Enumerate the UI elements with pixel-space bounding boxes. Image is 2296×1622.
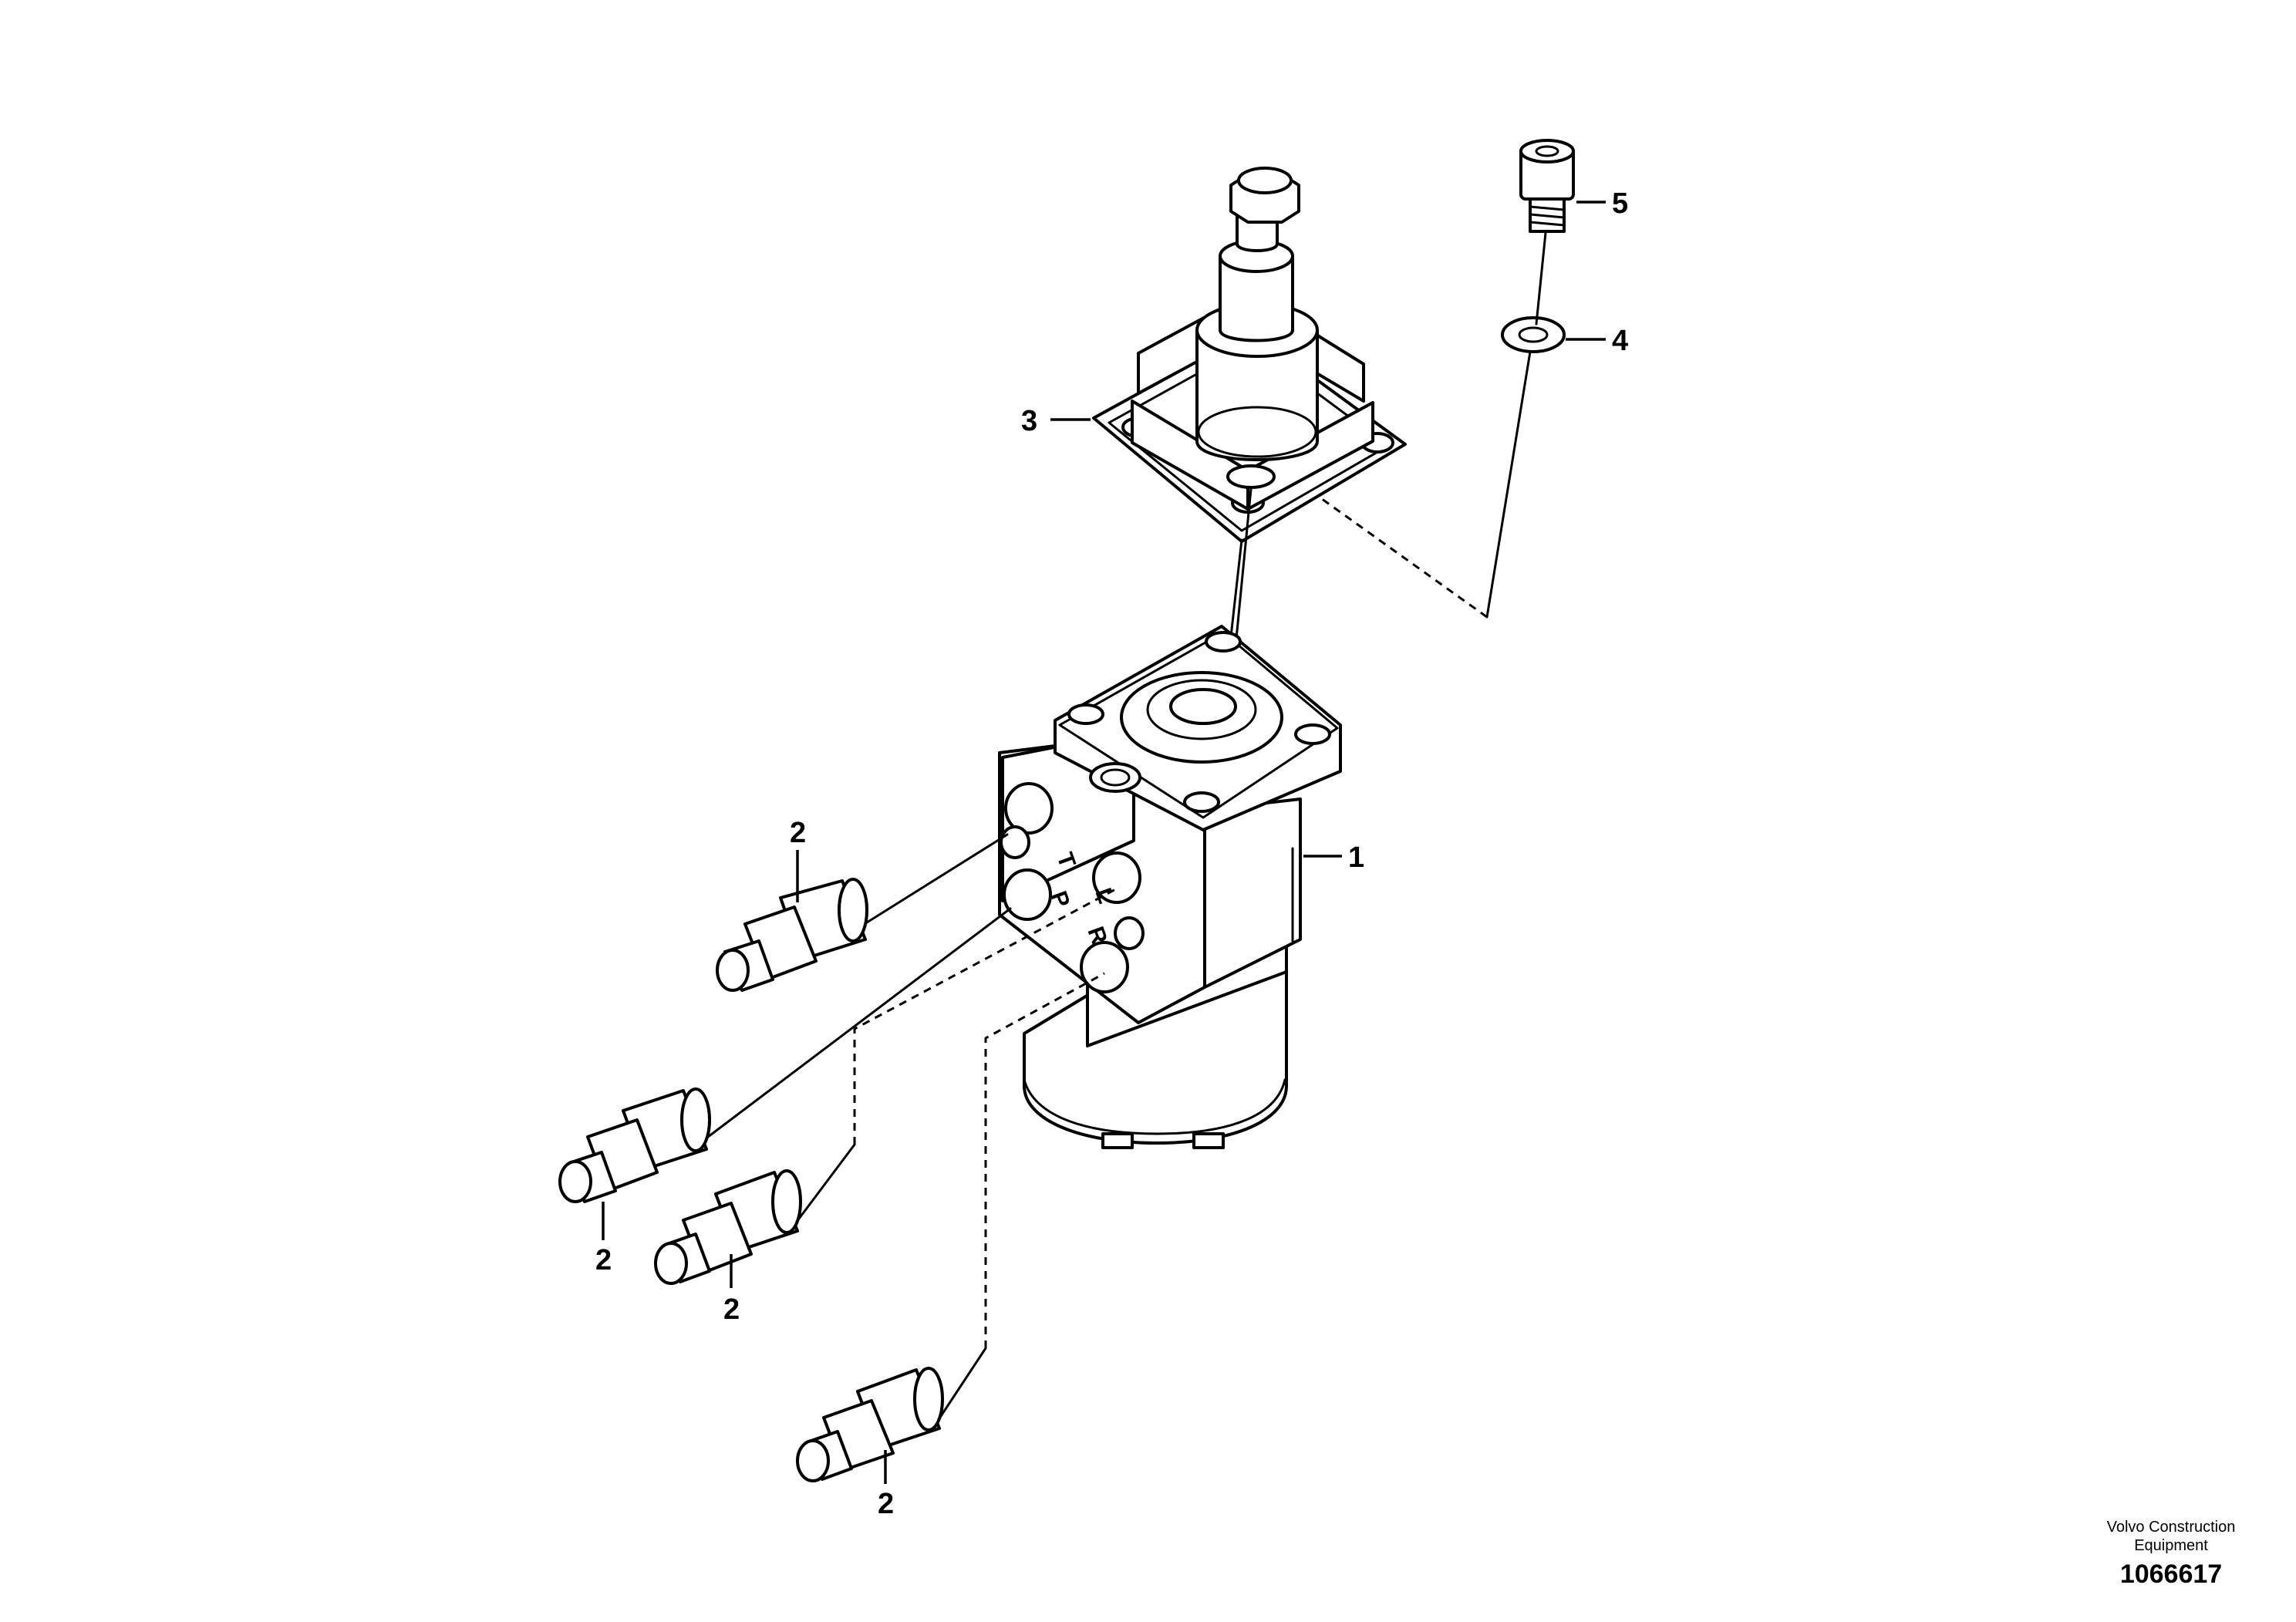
drawing-number: 1066617 xyxy=(2119,1560,2223,1589)
part-5-screw xyxy=(1519,139,1606,233)
part-2-adapter-c xyxy=(654,1169,802,1288)
part-2-adapter-b xyxy=(558,1088,711,1240)
callout-5: 5 xyxy=(1612,187,1628,220)
callout-2-c: 2 xyxy=(723,1293,740,1326)
brand-caption: Volvo Construction Equipment xyxy=(2106,1519,2236,1554)
callout-1: 1 xyxy=(1348,841,1364,874)
part-2-adapter-d xyxy=(796,1367,944,1484)
part-2-adapter-a xyxy=(716,850,868,992)
part-4-washer xyxy=(1501,316,1606,353)
part-1-steering-unit: T P L R xyxy=(998,625,1342,1149)
assembly-line-screw xyxy=(1535,231,1547,325)
part-3-steering-column xyxy=(1050,167,1407,543)
callout-3: 3 xyxy=(1021,405,1037,437)
callout-2-d: 2 xyxy=(878,1488,894,1520)
callout-2-a: 2 xyxy=(790,817,806,849)
callout-2-b: 2 xyxy=(595,1244,612,1276)
assembly-line-washer xyxy=(1485,350,1532,619)
callout-4: 4 xyxy=(1612,325,1628,357)
